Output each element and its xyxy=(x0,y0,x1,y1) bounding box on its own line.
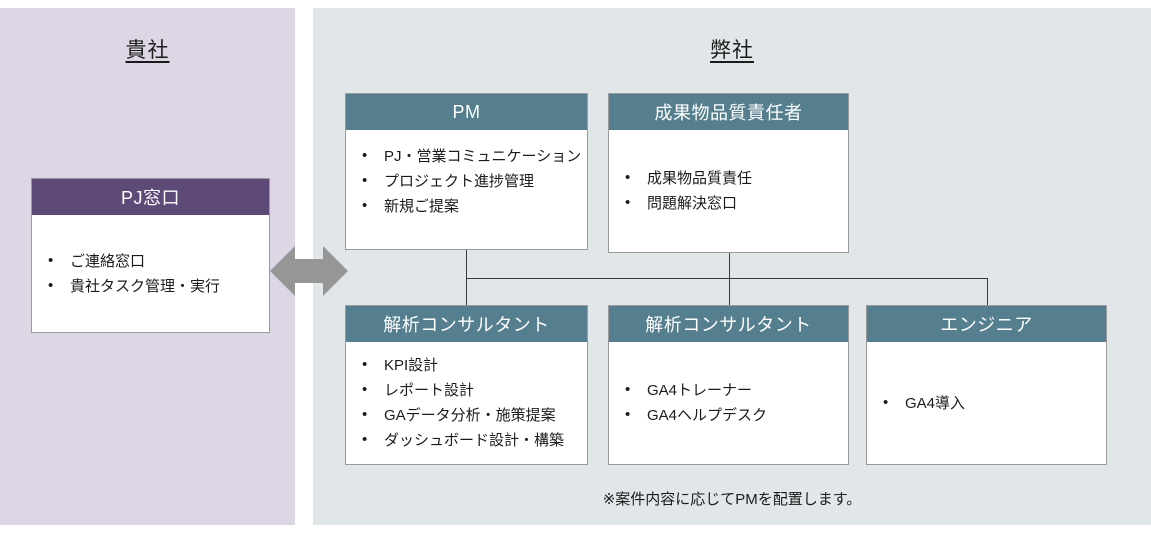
card-pj-window-body: ご連絡窓口 貴社タスク管理・実行 xyxy=(32,215,269,332)
card-pm: PM PJ・営業コミュニケーション プロジェクト進捗管理 新規ご提案 xyxy=(345,93,588,250)
list-item: 問題解決窓口 xyxy=(621,190,838,216)
card-consultant-2-body: GA4トレーナー GA4ヘルプデスク xyxy=(609,342,848,464)
list-item: 成果物品質責任 xyxy=(621,165,838,191)
card-pm-list: PJ・営業コミュニケーション プロジェクト進捗管理 新規ご提案 xyxy=(358,143,581,219)
card-consultant-1: 解析コンサルタント KPI設計 レポート設計 GAデータ分析・施策提案 ダッシュ… xyxy=(345,305,588,465)
card-consultant-2: 解析コンサルタント GA4トレーナー GA4ヘルプデスク xyxy=(608,305,849,465)
card-quality-manager-body: 成果物品質責任 問題解決窓口 xyxy=(609,130,848,252)
card-quality-manager: 成果物品質責任者 成果物品質責任 問題解決窓口 xyxy=(608,93,849,253)
card-quality-manager-title: 成果物品質責任者 xyxy=(609,94,848,130)
double-arrow-horizontal-icon xyxy=(270,242,348,300)
list-item: KPI設計 xyxy=(358,352,577,378)
list-item: GA4ヘルプデスク xyxy=(621,402,838,428)
client-panel-title: 貴社 xyxy=(125,39,170,62)
card-consultant-1-list: KPI設計 レポート設計 GAデータ分析・施策提案 ダッシュボード設計・構築 xyxy=(358,352,577,453)
list-item: GA4トレーナー xyxy=(621,377,838,403)
list-item: GA4導入 xyxy=(879,390,1096,416)
card-engineer-list: GA4導入 xyxy=(879,390,1096,416)
card-engineer: エンジニア GA4導入 xyxy=(866,305,1107,465)
connector-horizontal-bus xyxy=(466,278,988,279)
card-engineer-title: エンジニア xyxy=(867,306,1106,342)
card-consultant-1-body: KPI設計 レポート設計 GAデータ分析・施策提案 ダッシュボード設計・構築 xyxy=(346,342,587,464)
list-item: レポート設計 xyxy=(358,377,577,403)
card-quality-manager-list: 成果物品質責任 問題解決窓口 xyxy=(621,165,838,216)
card-pj-window-title: PJ窓口 xyxy=(32,179,269,215)
card-engineer-body: GA4導入 xyxy=(867,342,1106,464)
connector-quality-vertical xyxy=(729,253,730,306)
card-pm-title: PM xyxy=(346,94,587,130)
card-consultant-2-title: 解析コンサルタント xyxy=(609,306,848,342)
card-pj-window-list: ご連絡窓口 貴社タスク管理・実行 xyxy=(44,248,259,299)
card-pj-window: PJ窓口 ご連絡窓口 貴社タスク管理・実行 xyxy=(31,178,270,333)
list-item: 貴社タスク管理・実行 xyxy=(44,273,259,299)
card-consultant-1-title: 解析コンサルタント xyxy=(346,306,587,342)
card-pm-body: PJ・営業コミュニケーション プロジェクト進捗管理 新規ご提案 xyxy=(346,130,587,249)
card-consultant-2-list: GA4トレーナー GA4ヘルプデスク xyxy=(621,377,838,428)
list-item: GAデータ分析・施策提案 xyxy=(358,402,577,428)
list-item: ダッシュボード設計・構築 xyxy=(358,427,577,453)
list-item: プロジェクト進捗管理 xyxy=(358,168,577,194)
list-item: ご連絡窓口 xyxy=(44,248,259,274)
footnote-text: ※案件内容に応じてPMを配置します。 xyxy=(602,491,862,508)
vendor-panel-title: 弊社 xyxy=(710,39,754,62)
list-item: 新規ご提案 xyxy=(358,193,577,219)
list-item: PJ・営業コミュニケーション xyxy=(358,143,581,169)
connector-engineer-vertical xyxy=(987,278,988,306)
